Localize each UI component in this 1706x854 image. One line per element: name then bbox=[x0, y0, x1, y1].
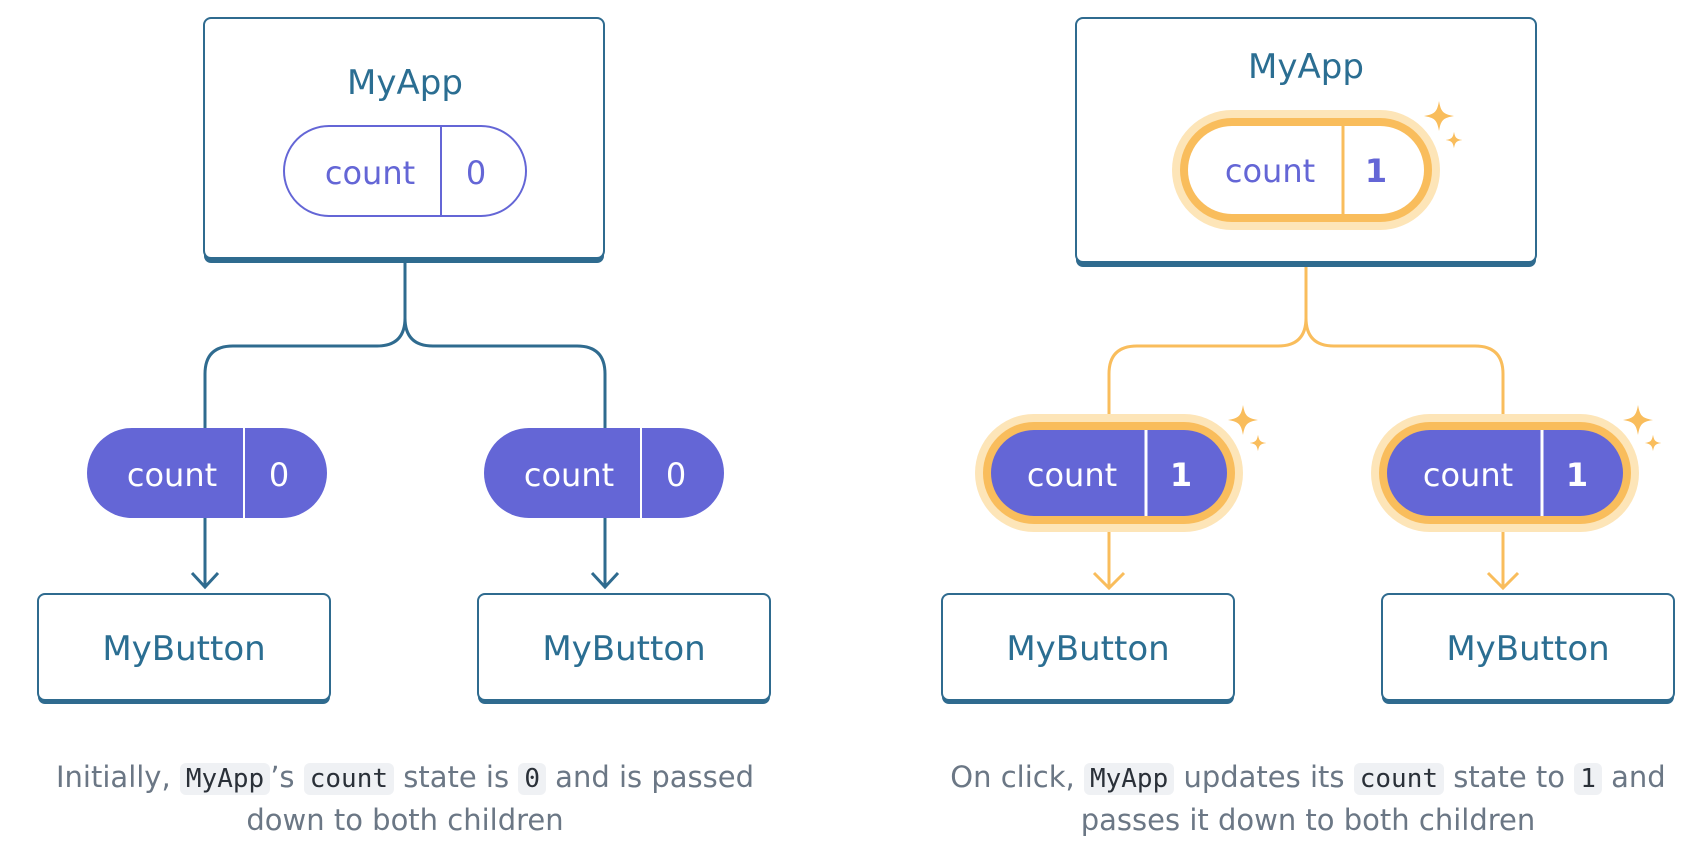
right-caption: On click, MyApp updates its count state … bbox=[950, 760, 1666, 837]
prop-value: 0 bbox=[666, 456, 686, 494]
state-pill-highlighted: count 1 bbox=[1172, 110, 1440, 230]
right-tree-edges bbox=[1107, 266, 1505, 430]
state-label: count bbox=[325, 154, 415, 192]
prop-label: count bbox=[524, 456, 614, 494]
right-panel: MyApp count 1 count 1 bbox=[941, 17, 1675, 704]
state-value: 1 bbox=[1365, 152, 1387, 190]
left-prop-pill-1: count 0 bbox=[87, 428, 327, 518]
left-mybutton-component-1: MyButton bbox=[37, 593, 331, 704]
left-mybutton-component-2: MyButton bbox=[477, 593, 771, 704]
component-name: MyButton bbox=[102, 629, 265, 669]
left-panel: MyApp count 0 count 0 count 0 MyB bbox=[37, 17, 771, 704]
left-arrow-1 bbox=[190, 515, 220, 590]
right-mybutton-component-1: MyButton bbox=[941, 593, 1235, 704]
right-arrow-2 bbox=[1486, 528, 1520, 591]
state-value: 0 bbox=[466, 154, 486, 192]
code-count: count bbox=[1353, 763, 1445, 795]
left-myapp-component: MyApp count 0 bbox=[203, 17, 605, 263]
prop-value: 1 bbox=[1566, 456, 1588, 494]
state-pill: count 0 bbox=[283, 125, 527, 217]
code-value: 1 bbox=[1574, 763, 1602, 795]
prop-label: count bbox=[1423, 456, 1513, 494]
right-myapp-component: MyApp count 1 bbox=[1075, 17, 1537, 267]
right-arrow-1 bbox=[1092, 528, 1126, 591]
state-label: count bbox=[1225, 152, 1315, 190]
prop-label: count bbox=[127, 456, 217, 494]
prop-value: 1 bbox=[1170, 456, 1192, 494]
left-arrow-2 bbox=[590, 515, 620, 590]
code-value: 0 bbox=[518, 763, 546, 795]
component-name: MyApp bbox=[347, 63, 463, 103]
right-mybutton-component-2: MyButton bbox=[1381, 593, 1675, 704]
prop-value: 0 bbox=[269, 456, 289, 494]
left-tree-edges bbox=[203, 262, 607, 430]
component-name: MyButton bbox=[542, 629, 705, 669]
code-myapp: MyApp bbox=[1083, 763, 1175, 795]
component-name: MyButton bbox=[1446, 629, 1609, 669]
component-name: MyApp bbox=[1248, 47, 1364, 87]
code-count: count bbox=[303, 763, 395, 795]
code-myapp: MyApp bbox=[179, 763, 271, 795]
right-prop-pill-2: count 1 bbox=[1371, 414, 1639, 532]
prop-label: count bbox=[1027, 456, 1117, 494]
left-caption: Initially, MyApp’s count state is 0 and … bbox=[56, 760, 754, 837]
left-prop-pill-2: count 0 bbox=[484, 428, 724, 518]
component-name: MyButton bbox=[1006, 629, 1169, 669]
right-prop-pill-1: count 1 bbox=[975, 414, 1243, 532]
